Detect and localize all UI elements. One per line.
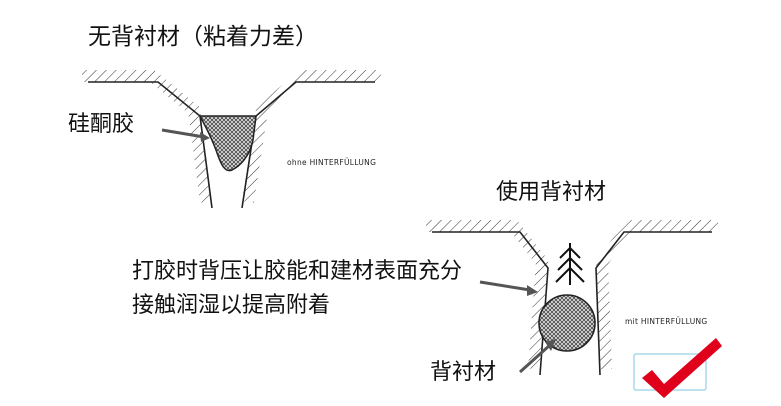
silicone-sealant bbox=[198, 115, 257, 172]
checkmark-icon bbox=[633, 338, 722, 398]
backer-label: 背衬材 bbox=[430, 360, 497, 385]
explanation-pointer bbox=[479, 280, 531, 292]
backer-rod bbox=[538, 294, 596, 352]
pressure-arrows-icon bbox=[555, 243, 585, 285]
silicone-pointer bbox=[161, 128, 205, 139]
top-joint-diagram bbox=[82, 70, 381, 209]
bottom-diagram-caption: mit HINTERFÜLLUNG bbox=[625, 317, 708, 326]
top-diagram-caption: ohne HINTERFÜLLUNG bbox=[287, 158, 377, 167]
backer-explanation: 打胶时背压让胶能和建材表面充分接触润湿以提高附着 bbox=[132, 259, 463, 318]
bottom-joint-diagram bbox=[426, 220, 718, 376]
silicone-label: 硅酮胶 bbox=[68, 112, 135, 137]
backer-pointer bbox=[518, 343, 552, 374]
bottom-diagram-title: 使用背衬材 bbox=[496, 180, 607, 205]
top-diagram-title: 无背衬材（粘着力差） bbox=[88, 24, 318, 50]
